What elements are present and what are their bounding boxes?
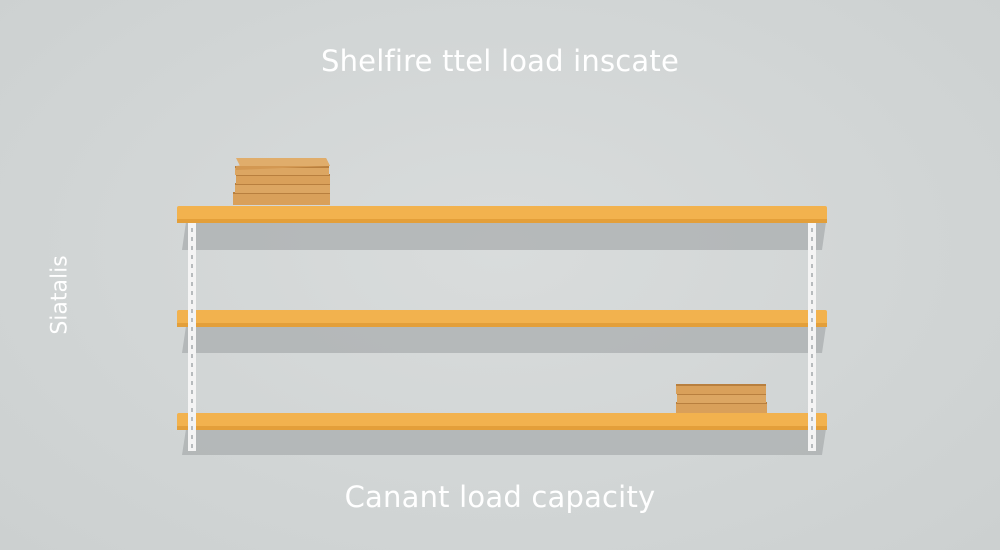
diagram-caption: Canant load capacity [344, 480, 656, 514]
load-stack-top-left [233, 158, 330, 205]
shelf-2-board [177, 310, 827, 327]
diagram-title: Shelfire ttel load inscate [320, 44, 680, 78]
shelf-2-shadow [182, 326, 826, 353]
shelf-3-board [177, 413, 827, 430]
shelf-1-board [177, 206, 827, 223]
left-upright [188, 223, 196, 451]
shelf-3-edge [177, 426, 827, 430]
shelf-2 [177, 310, 827, 353]
right-upright [808, 223, 816, 451]
shelf-1 [177, 206, 827, 250]
shelf-1-shadow [182, 222, 826, 250]
shelf-2-edge [177, 323, 827, 327]
shelf-1-edge [177, 219, 827, 223]
shelf-3 [177, 413, 827, 455]
shelf-3-shadow [182, 429, 826, 455]
load-stack-bottom-right [676, 384, 767, 413]
